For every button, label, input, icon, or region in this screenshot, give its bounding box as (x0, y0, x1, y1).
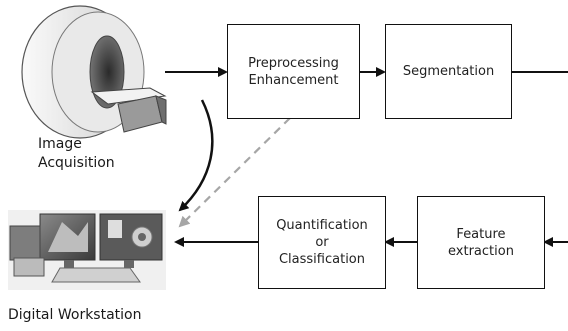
preprocessing-label-line1: Preprocessing (248, 55, 339, 71)
image-acquisition-label-line2: Acquisition (38, 155, 115, 171)
segmentation-label: Segmentation (402, 64, 495, 79)
arrow-dashed-preprocessing-to-workstation (178, 117, 291, 228)
quantification-label-line1: Quantification (276, 218, 368, 233)
quantification-label-line2: or (315, 235, 329, 250)
image-acquisition-label: Image Acquisition (38, 135, 115, 173)
image-acquisition-label-line1: Image (38, 136, 82, 152)
quantification-box: Quantification or Classification (258, 196, 386, 289)
feature-extraction-label-line2: extraction (448, 243, 514, 259)
segmentation-box: Segmentation (385, 24, 512, 119)
mri-scanner-icon (21, 5, 167, 139)
workstation-icon (8, 210, 166, 290)
digital-workstation-label-text: Digital Workstation (8, 307, 142, 323)
feature-extraction-label-line1: Feature (456, 226, 506, 242)
preprocessing-label-line2: Enhancement (248, 72, 339, 88)
digital-workstation-label: Digital Workstation (8, 306, 142, 325)
arrow-acquisition-to-workstation (178, 99, 214, 212)
quantification-label-line3: Classification (278, 252, 366, 267)
feature-extraction-box: Feature extraction (417, 196, 545, 289)
preprocessing-box: Preprocessing Enhancement (227, 24, 360, 119)
